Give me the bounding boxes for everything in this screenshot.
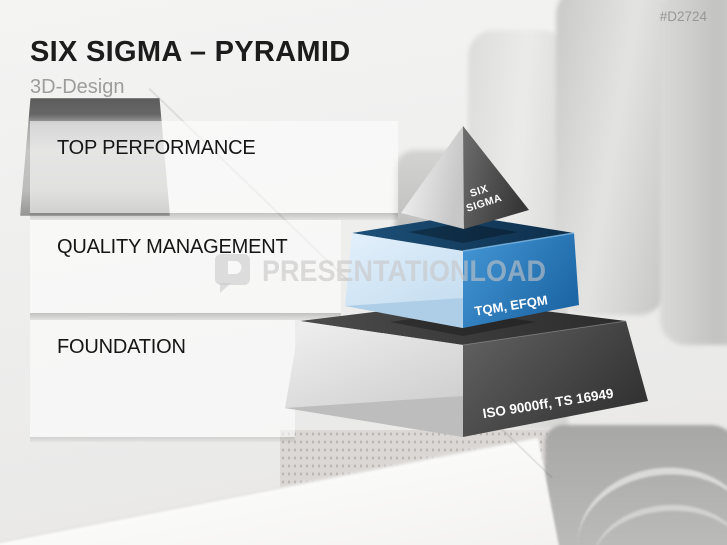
top-left-face <box>401 126 464 229</box>
middle-shadow <box>408 223 518 243</box>
conference-chair-bottom-right <box>545 425 727 545</box>
label-band-foundation: FOUNDATION <box>30 320 295 437</box>
band-divider <box>30 437 295 442</box>
foundation-right-face <box>463 321 648 437</box>
product-code: #D2724 <box>659 9 707 24</box>
pyramid-level-six-sigma: SIX SIGMA <box>401 126 529 229</box>
pyramid-level-quality-management: TQM, EFQM <box>345 215 579 328</box>
band-divider <box>30 213 398 220</box>
middle-right-face <box>463 233 579 328</box>
foundation-edge-highlight <box>462 320 627 346</box>
pyramid-level-foundation: ISO 9000ff, TS 16949 <box>285 301 648 437</box>
slide-title: SIX SIGMA – PYRAMID <box>30 36 351 68</box>
middle-edge-highlight <box>462 232 575 252</box>
six-sigma-label-line1: SIX <box>469 183 490 200</box>
top-right-face <box>463 126 529 229</box>
band-divider <box>30 313 341 320</box>
band-label: FOUNDATION <box>57 336 186 358</box>
middle-left-bevel <box>345 298 463 328</box>
conference-chair-silhouette <box>660 0 727 345</box>
band-label: QUALITY MANAGEMENT <box>57 236 288 258</box>
label-band-top-performance: TOP PERFORMANCE <box>30 121 398 213</box>
band-label: TOP PERFORMANCE <box>57 137 256 159</box>
slide-subtitle: 3D-Design <box>30 76 125 98</box>
label-band-quality-management: QUALITY MANAGEMENT <box>30 220 341 313</box>
foundation-left-bevel <box>285 396 463 437</box>
